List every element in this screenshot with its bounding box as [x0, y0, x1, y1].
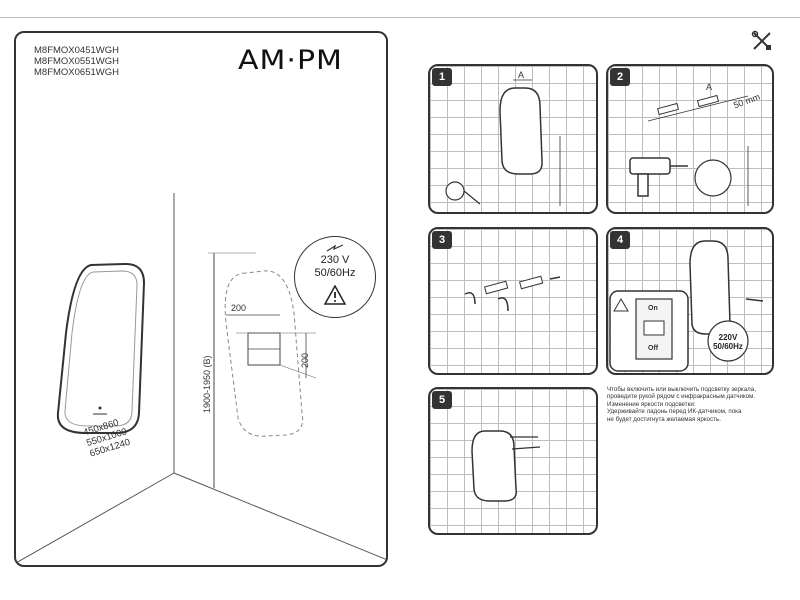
- step-4-voltage: 220V: [718, 333, 738, 342]
- electric-icon: [326, 244, 344, 252]
- overview-panel: M8FMOX0451WGH M8FMOX0551WGH M8FMOX0651WG…: [14, 31, 388, 567]
- width-dimension: 200: [231, 303, 247, 313]
- warning-frequency: 50/60Hz: [314, 267, 356, 279]
- dimension-a: A: [518, 70, 525, 80]
- voltage-label: 220V 50/60Hz: [710, 333, 746, 351]
- switch-off-label: Off: [648, 345, 659, 352]
- warning-voltage: 230 V: [320, 254, 350, 266]
- model-list: M8FMOX0451WGH M8FMOX0551WGH M8FMOX0651WG…: [34, 45, 119, 78]
- step-number: 2: [610, 68, 630, 86]
- instruction-line: Удерживайте ладонь перед ИК-датчиком, по…: [607, 408, 742, 416]
- brand-logo: AM·PM: [238, 44, 343, 77]
- step-3-panel: 3: [428, 227, 598, 375]
- model-number: M8FMOX0551WGH: [34, 56, 119, 67]
- step-2-panel: 2 A 50 mm: [606, 64, 774, 214]
- step-4-panel: 4 On Off 220V 50/60Hz: [606, 227, 774, 375]
- mirror-icon: [56, 262, 146, 434]
- mirror-icon: [471, 430, 517, 502]
- instruction-line: Изменение яркости подсветки:: [607, 400, 696, 408]
- electrical-warning: 230 V 50/60Hz: [294, 236, 376, 318]
- step-4-frequency: 50/60Hz: [713, 342, 743, 351]
- step-number: 1: [432, 68, 452, 86]
- drill-icon: [629, 157, 688, 197]
- warning-icon: [324, 285, 346, 305]
- mirror-icon: [499, 87, 543, 175]
- step-number: 3: [432, 231, 452, 249]
- instructions-text: Чтобы включить или выключить подсветку з…: [607, 386, 777, 423]
- tools-icon: [751, 30, 771, 50]
- depth-dimension: 200: [300, 352, 310, 368]
- instruction-line: не будет достигнута желаемая яркость.: [607, 415, 721, 423]
- height-dimension: 1900-1950 (B): [202, 355, 212, 413]
- model-number: M8FMOX0651WGH: [34, 67, 119, 78]
- instruction-line: Чтобы включить или выключить подсветку з…: [607, 386, 756, 393]
- dimension-a: A: [706, 82, 713, 92]
- warning-icon: [613, 298, 629, 312]
- instruction-line: проведите рукой рядом с инфракрасным дат…: [607, 393, 756, 401]
- model-number: M8FMOX0451WGH: [34, 45, 119, 56]
- tape-measure-icon: [445, 181, 465, 201]
- mirror-icon: [689, 240, 731, 335]
- top-divider: [0, 17, 800, 18]
- step-number: 5: [432, 391, 452, 409]
- step-5-panel: 5: [428, 387, 598, 535]
- room-diagram: [16, 193, 386, 564]
- switch-on-label: On: [648, 305, 658, 312]
- step-1-panel: 1 A: [428, 64, 598, 214]
- step-number: 4: [610, 231, 630, 249]
